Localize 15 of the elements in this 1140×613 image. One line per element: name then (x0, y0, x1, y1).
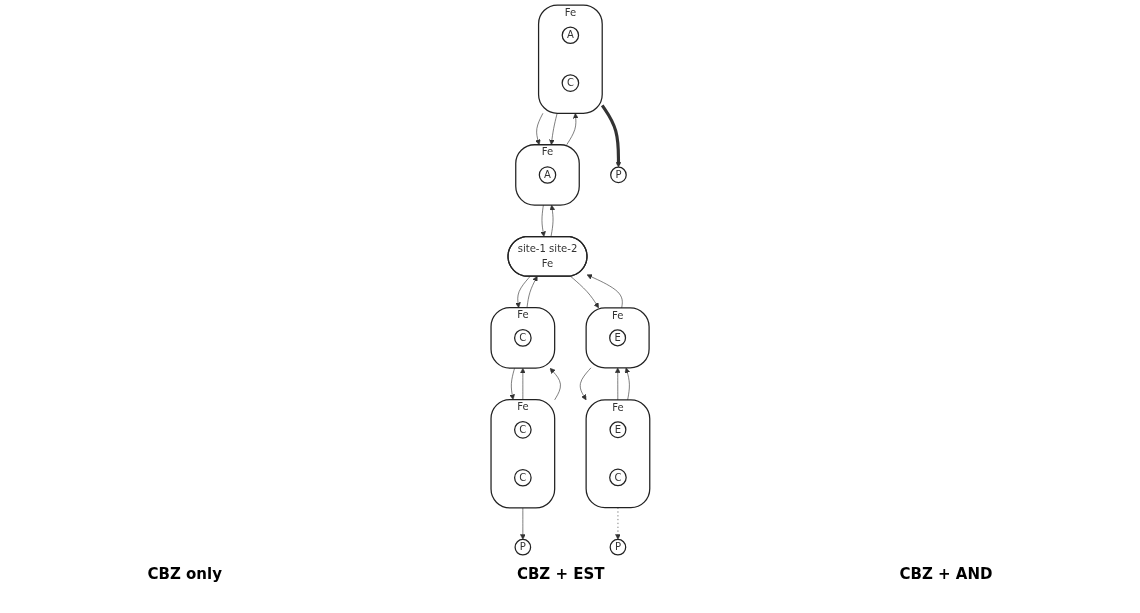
node-circle: P (609, 538, 626, 556)
node-circle: A (561, 26, 579, 44)
node-circle: E (609, 421, 627, 439)
node-circle: C (561, 74, 579, 92)
panel-caption: CBZ only (147, 565, 222, 583)
node-circle: C (513, 329, 532, 347)
node-circle: E (608, 329, 626, 347)
panel-caption: CBZ + EST (516, 565, 605, 583)
node-circle: P (609, 166, 627, 184)
node-circle: C (513, 420, 532, 439)
node-circle: A (538, 166, 556, 184)
node-circle: C (608, 468, 627, 487)
node-circle: P (514, 538, 531, 556)
panel-caption: CBZ + AND (899, 565, 993, 583)
node-circle: C (513, 468, 532, 487)
